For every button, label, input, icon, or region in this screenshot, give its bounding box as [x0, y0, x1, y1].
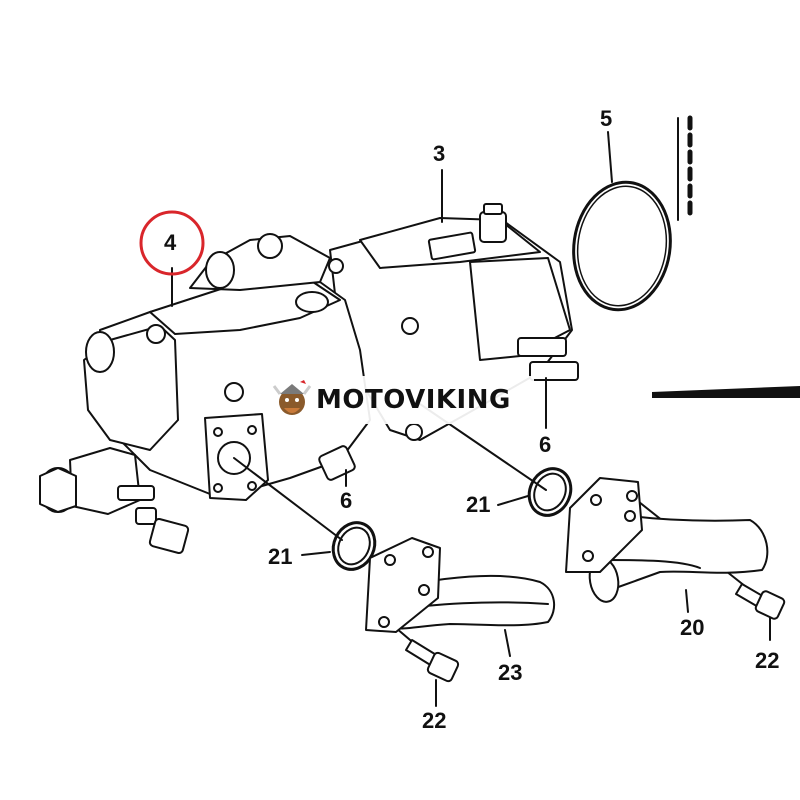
callout-23: 23 — [498, 660, 523, 685]
pipe-20 — [565, 477, 769, 603]
highlight-circle — [139, 210, 205, 276]
callout-4: 4 — [164, 230, 177, 255]
solenoid-valve — [39, 447, 190, 555]
callout-21-right: 21 — [466, 492, 491, 517]
o-ring-5 — [572, 180, 672, 312]
frame-edge — [652, 115, 800, 398]
watermark-banner: MOTOVIKING — [268, 376, 534, 424]
hydraulic-pump-assembly — [39, 203, 579, 555]
o-ring-21-right — [527, 467, 573, 517]
callout-3: 3 — [433, 141, 446, 166]
callout-22-left: 22 — [422, 708, 447, 733]
callout-20: 20 — [680, 615, 705, 640]
callout-21-left: 21 — [268, 544, 293, 569]
o-ring-21-left — [331, 521, 377, 571]
callout-6-lower: 6 — [340, 488, 353, 513]
bolt-22-left — [405, 639, 460, 683]
callout-22-right: 22 — [755, 648, 780, 673]
bolt-22-right — [735, 583, 786, 620]
callout-6-right: 6 — [539, 432, 552, 457]
pipe-23 — [365, 537, 556, 633]
viking-logo-icon — [272, 380, 312, 415]
callout-5: 5 — [600, 106, 613, 131]
watermark-text: MOTOVIKING — [316, 385, 511, 415]
